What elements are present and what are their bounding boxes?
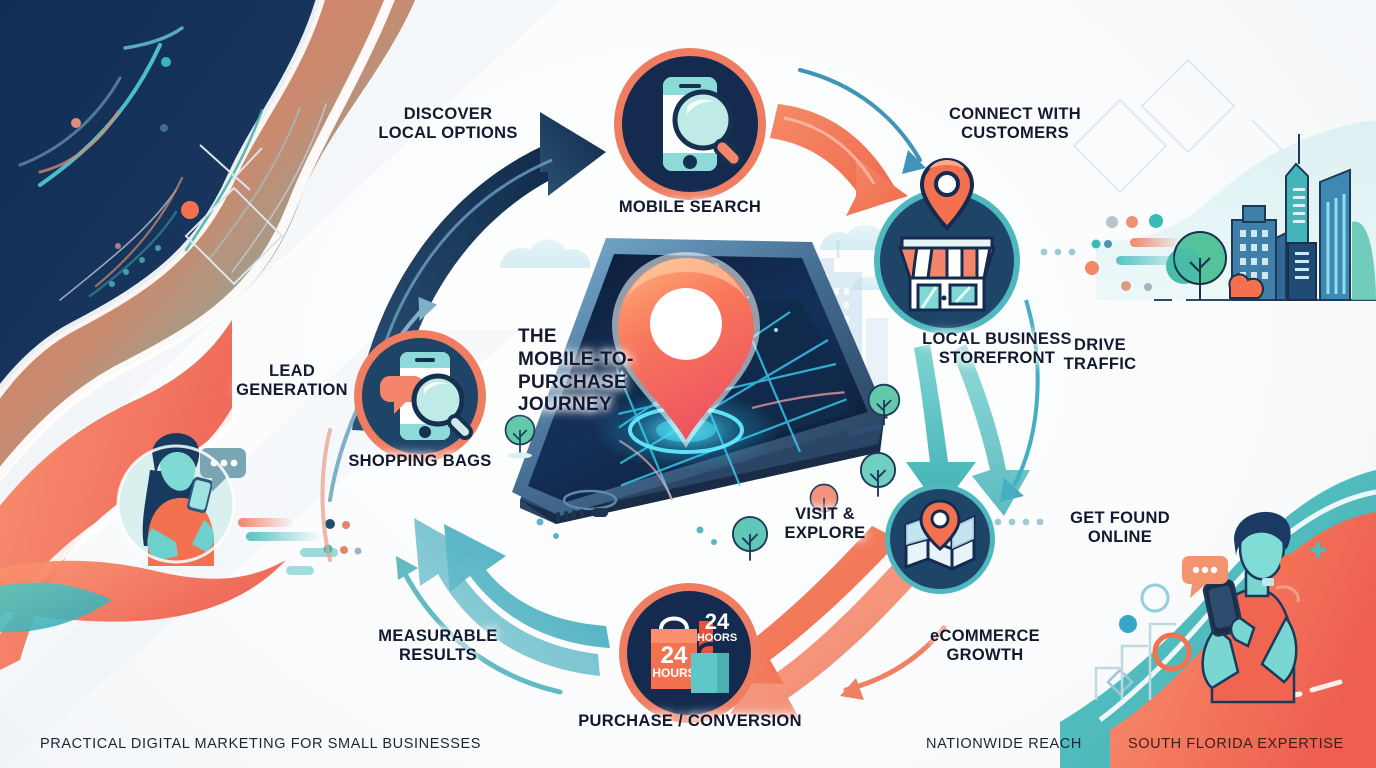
speed-dashes-topright xyxy=(1085,214,1192,291)
phone-chat-search-icon xyxy=(380,352,473,440)
bags-badge-number: 24 xyxy=(705,609,730,634)
top-left-blob xyxy=(0,0,416,483)
arrow-measurable-thin xyxy=(396,556,563,695)
decor-arcs-topleft xyxy=(18,26,327,301)
chat-bubble-icon xyxy=(200,448,246,492)
dotted-connector-map xyxy=(994,518,1044,526)
chat-bubble-icon xyxy=(1182,556,1228,598)
storefront-icon xyxy=(897,236,997,312)
tree-decor-group xyxy=(504,383,901,561)
speed-dashes-bottomleft xyxy=(238,518,362,575)
node-lead-generation[interactable] xyxy=(352,328,488,464)
dotted-connector-storefront xyxy=(1040,248,1076,256)
man-with-phone-illustration xyxy=(1094,511,1326,704)
footer-right: SOUTH FLORIDA EXPERTISE xyxy=(1128,736,1344,752)
footer-left: PRACTICAL DIGITAL MARKETING FOR SMALL BU… xyxy=(40,736,482,752)
shopping-bags-icon: 24 HOURS 24 HOORS xyxy=(651,609,737,693)
storefront-pin-icon xyxy=(919,158,975,231)
arrow-connect-thin xyxy=(798,68,926,174)
node-purchase-conversion[interactable]: 24 HOURS 24 HOORS xyxy=(617,581,761,725)
map-pin-3d xyxy=(612,252,760,448)
node-local-business-storefront[interactable] xyxy=(872,186,1022,336)
node-map-listing[interactable] xyxy=(884,483,996,595)
bags-badge-unit: HOORS xyxy=(697,632,737,644)
arrow-connect-with-customers xyxy=(770,104,908,216)
footer-middle: NATIONWIDE REACH xyxy=(926,736,1082,752)
bag-badge-number: 24 xyxy=(661,642,688,669)
bag-badge-unit: HOURS xyxy=(652,666,695,680)
phone-magnifier-icon xyxy=(663,77,743,171)
arc-lead-generation xyxy=(320,428,332,562)
arrow-ecommerce-thin xyxy=(840,625,947,700)
arrow-measurable-results xyxy=(414,518,610,676)
map-pin-icon xyxy=(919,499,961,551)
node-mobile-search[interactable] xyxy=(611,45,769,203)
decor-diamonds-topright xyxy=(1072,58,1287,194)
woman-with-phone-illustration xyxy=(116,433,246,566)
arrow-drive-traffic xyxy=(906,299,1040,516)
